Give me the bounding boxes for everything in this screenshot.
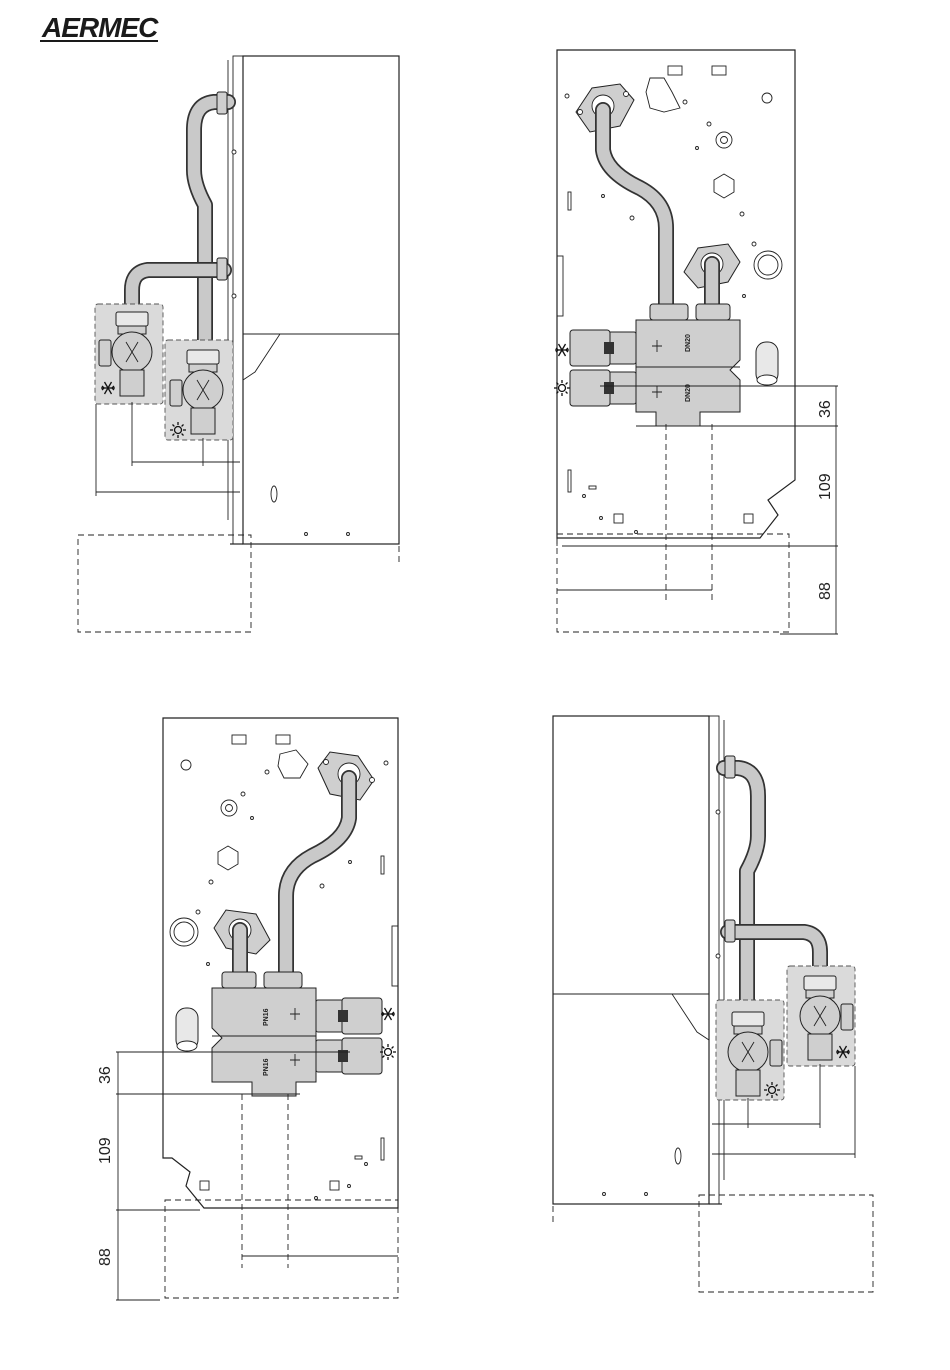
view-top-right: DN20 DN20 36 109 88 [554, 50, 838, 634]
unit-side-panel [243, 56, 399, 544]
view-bottom-left: PN16 PN16 36 109 88 [97, 718, 398, 1300]
dimension-88: 88 [817, 582, 834, 600]
unit-side-panel [553, 716, 709, 1204]
valve-label-lower: PN16 [263, 1058, 270, 1076]
dimension-109: 109 [817, 473, 834, 500]
logo-text: AERMEC [41, 12, 159, 43]
valve-label-upper: DN20 [685, 334, 692, 352]
dimension-36: 36 [817, 400, 834, 418]
drain-fitting [756, 342, 778, 385]
view-bottom-right [553, 716, 873, 1292]
valve-label-upper: PN16 [263, 1008, 270, 1026]
drain-fitting [176, 1008, 198, 1051]
aermec-logo: AERMEC [40, 12, 159, 43]
dimension-109: 109 [97, 1137, 114, 1164]
valve-label-lower: DN20 [685, 384, 692, 402]
dimension-88: 88 [97, 1248, 114, 1266]
view-top-left [78, 56, 399, 632]
dimension-36: 36 [97, 1066, 114, 1084]
